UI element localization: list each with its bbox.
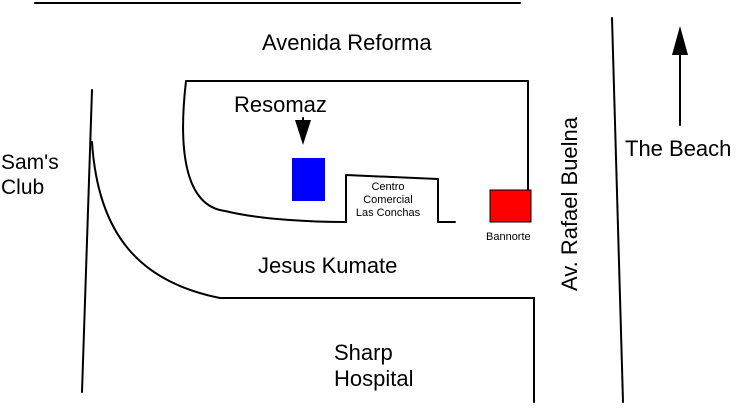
resomaz-pointer-head bbox=[295, 120, 311, 145]
beach-arrow-head bbox=[672, 26, 688, 55]
resomaz-marker bbox=[292, 158, 325, 201]
left-road-edge bbox=[81, 89, 93, 393]
sams-club-label: Sam's Club bbox=[1, 151, 59, 200]
rafael-buelna-edge bbox=[611, 17, 624, 403]
resomaz-label: Resomaz bbox=[234, 92, 327, 117]
sharp-hospital-label: Sharp Hospital bbox=[334, 340, 414, 392]
jesus-kumate-curve bbox=[91, 141, 535, 403]
centro-comercial-label: Centro Comercial Las Conchas bbox=[355, 181, 421, 220]
the-beach-label: The Beach bbox=[625, 136, 732, 161]
avenida-reforma-label: Avenida Reforma bbox=[262, 30, 432, 55]
jesus-kumate-label: Jesus Kumate bbox=[258, 253, 398, 278]
centro-comercial-building bbox=[345, 174, 456, 223]
bannorte-marker bbox=[489, 189, 532, 223]
block-outline bbox=[182, 80, 529, 223]
bannorte-label: Bannorte bbox=[486, 231, 531, 243]
rafael-buelna-label: Av. Rafael Buelna bbox=[557, 116, 582, 292]
